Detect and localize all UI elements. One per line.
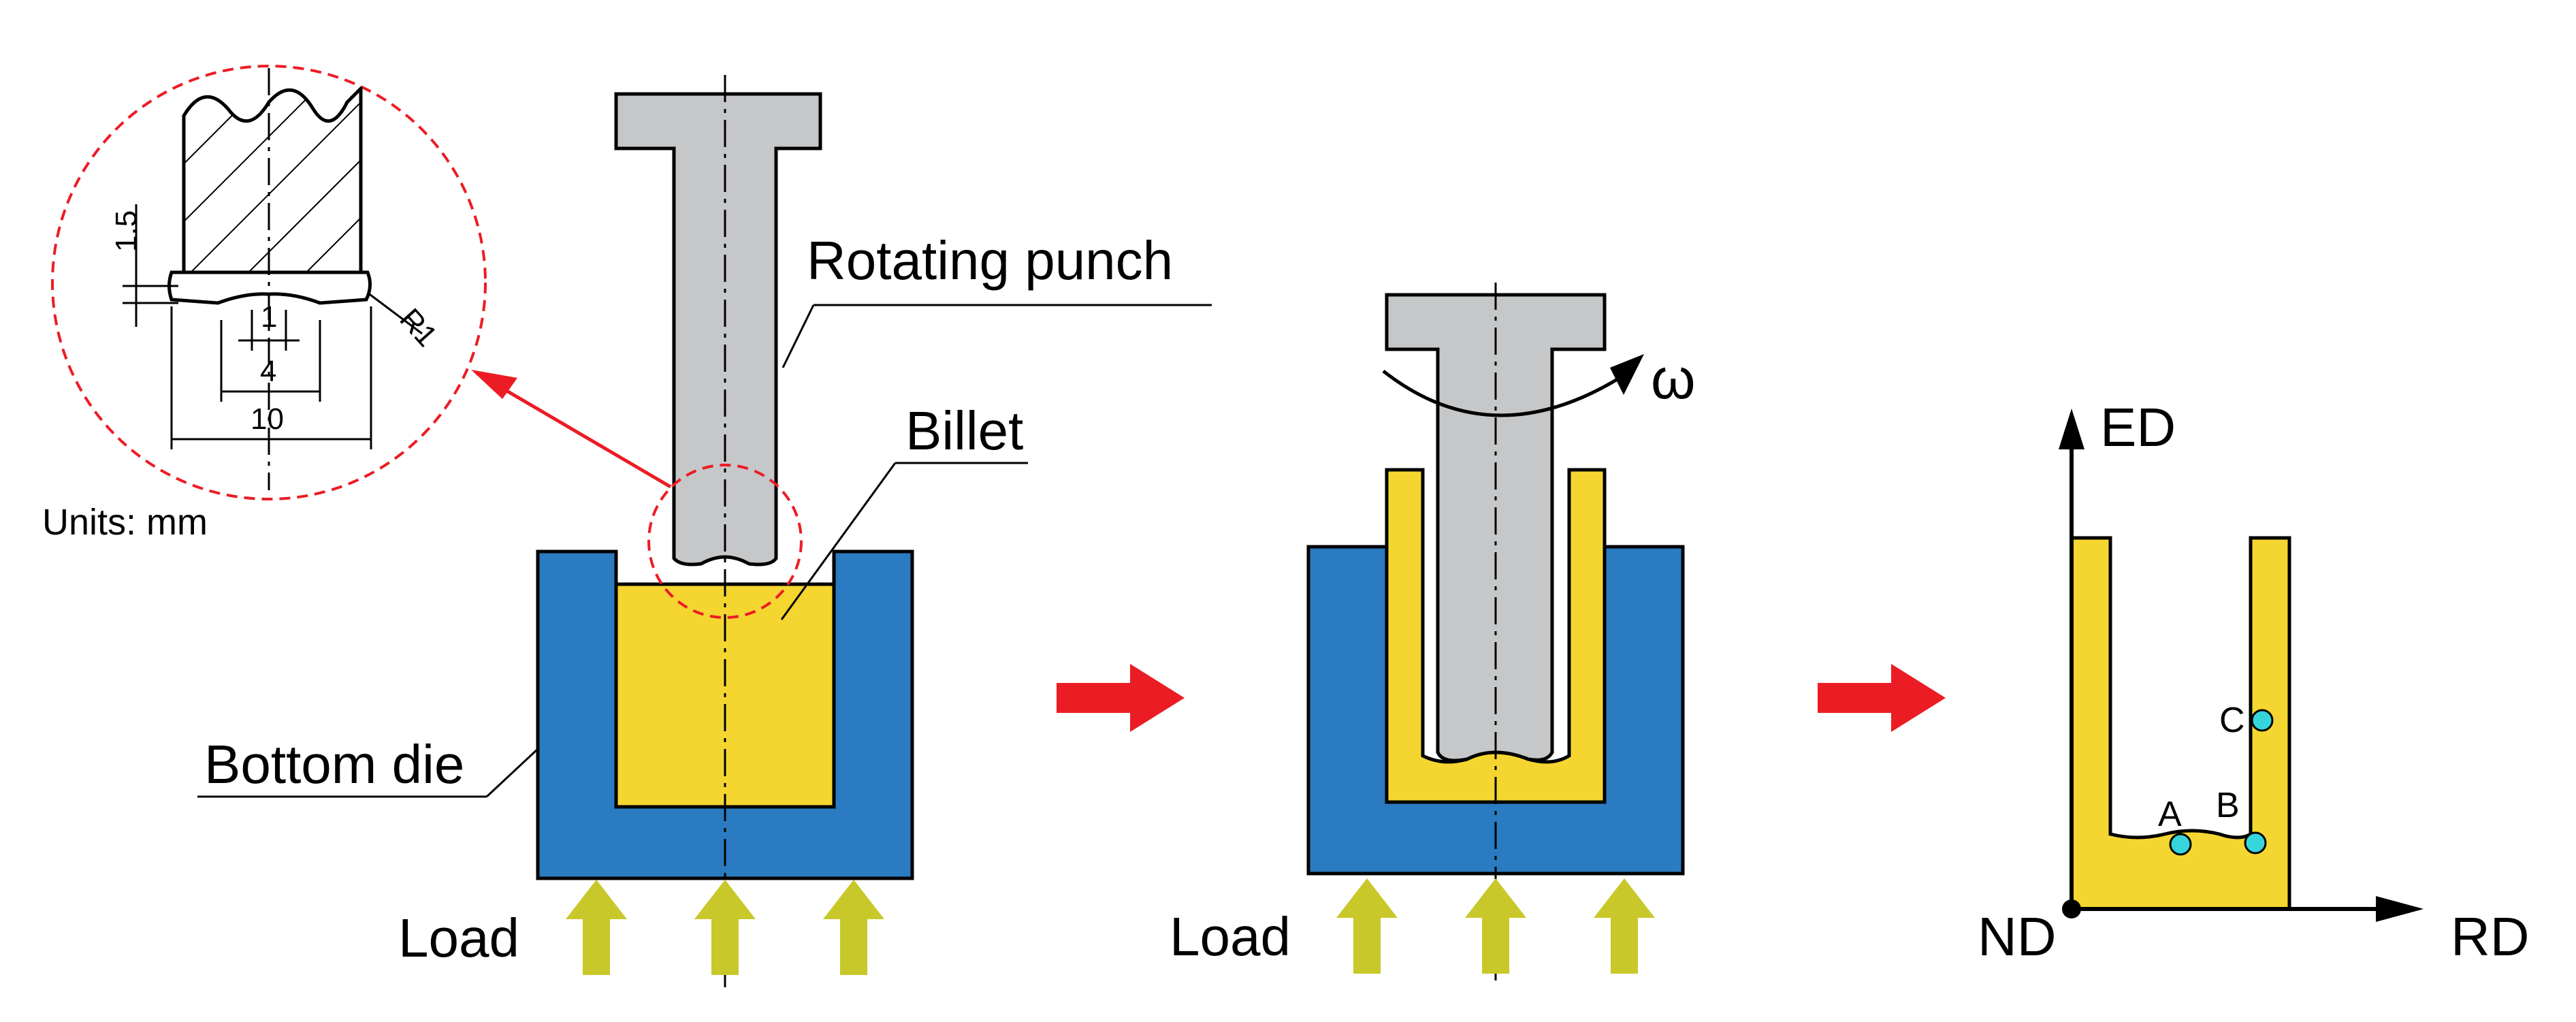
process-arrow-1 — [1057, 664, 1185, 732]
units-label: Units: mm — [42, 502, 208, 543]
point-a-label: A — [2158, 795, 2182, 834]
ed-label: ED — [2100, 397, 2176, 458]
billet-label: Billet — [905, 400, 1023, 461]
omega-label: ω — [1651, 347, 1696, 411]
detail-pointer-arrowhead — [471, 370, 517, 399]
dim-radius-leader — [367, 291, 423, 335]
load-arrow — [1465, 878, 1526, 974]
load-label-1: Load — [398, 908, 519, 968]
dim-outer-text: 10 — [251, 402, 284, 436]
dim-middle-text: 4 — [260, 355, 276, 388]
billet-leader — [780, 462, 897, 620]
rotating-punch-label: Rotating punch — [807, 230, 1173, 291]
load-label-2: Load — [1170, 906, 1291, 967]
load-arrows-1 — [566, 880, 884, 975]
dim-inner-text: 1 — [261, 300, 277, 334]
stage-2-processing: ω Load — [1170, 283, 1696, 980]
punch-leader — [782, 304, 815, 368]
stage-3-result: ED RD ND A B C — [1978, 397, 2530, 967]
rotating-punch-1 — [614, 92, 822, 566]
sample-point-c — [2251, 709, 2274, 732]
rotation-arrowhead — [1610, 354, 1644, 395]
bottom-die-leader — [485, 748, 539, 798]
process-arrow-2 — [1818, 664, 1946, 732]
nd-label: ND — [1978, 906, 2057, 967]
detail-punch-section — [182, 84, 363, 274]
load-arrows-2 — [1336, 878, 1655, 974]
rd-arrowhead — [2376, 896, 2424, 922]
punch-tip-detail: 1.5 1 4 10 R1 Units: mm — [42, 65, 487, 543]
rotation-arc — [1382, 369, 1632, 417]
point-b-label: B — [2216, 786, 2240, 825]
ed-arrowhead — [2059, 409, 2084, 449]
sample-point-b — [2244, 831, 2267, 855]
load-arrow — [823, 880, 884, 975]
rd-label: RD — [2451, 906, 2530, 967]
bottom-die-label: Bottom die — [204, 734, 464, 795]
detail-pointer-line — [475, 371, 672, 489]
load-arrow — [694, 880, 756, 975]
load-arrow — [566, 880, 627, 975]
dim-height-text: 1.5 — [110, 210, 143, 252]
point-c-label: C — [2219, 701, 2245, 740]
stage-1-setup: Rotating punch Billet Bottom die Load — [197, 75, 1212, 987]
load-arrow — [1594, 878, 1655, 974]
nd-origin-dot — [2062, 899, 2081, 919]
load-arrow — [1336, 878, 1398, 974]
sample-point-a — [2169, 833, 2192, 856]
detail-marker-circle — [647, 464, 803, 619]
